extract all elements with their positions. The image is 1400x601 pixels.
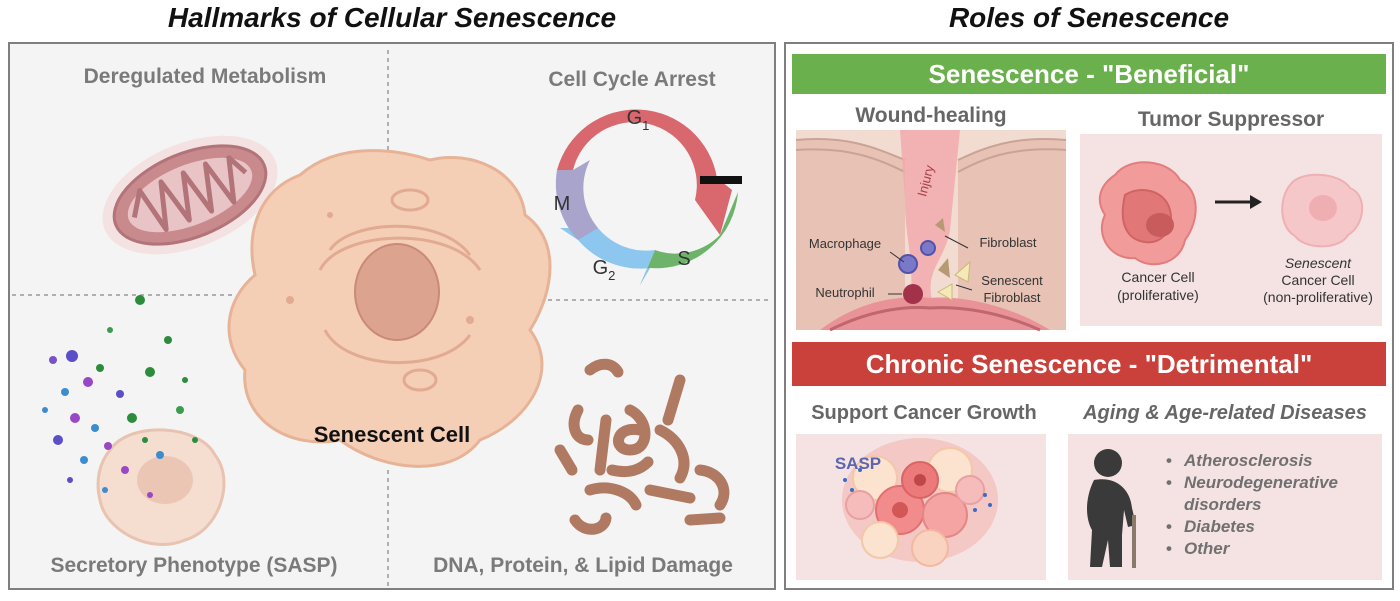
label-secretory-phenotype: Secretory Phenotype (SASP) xyxy=(50,554,337,577)
disease-item-continued: disorders xyxy=(1184,495,1262,514)
arrow-head xyxy=(1250,195,1262,209)
s-phase xyxy=(640,192,738,285)
mitochondrion-icon xyxy=(102,135,278,255)
disease-list: Atherosclerosis Neurodegenerative disord… xyxy=(1166,450,1338,560)
senescent-fibroblast-icon-2 xyxy=(936,283,953,301)
damage-fragments-icon xyxy=(554,358,730,535)
macrophage-icon-2 xyxy=(920,240,936,256)
arrest-bar xyxy=(700,176,742,184)
cancer-cell-cluster-icon xyxy=(1098,161,1197,266)
senescent-cancer-label-1: Senescent xyxy=(1285,255,1352,271)
phase-label-g1: G1 xyxy=(627,107,650,133)
senescent-fibroblast-label-2: Fibroblast xyxy=(983,290,1040,305)
macrophage-icon xyxy=(898,254,918,274)
label-damage: DNA, Protein, & Lipid Damage xyxy=(433,554,733,577)
phase-label-m: M xyxy=(554,193,571,215)
cancer-cell-label-2: (proliferative) xyxy=(1117,287,1199,303)
label-deregulated-metabolism: Deregulated Metabolism xyxy=(84,65,327,88)
detrimental-banner: Chronic Senescence - "Detrimental" xyxy=(792,342,1386,386)
wound-cells xyxy=(898,218,971,304)
neutrophil-label: Neutrophil xyxy=(815,285,874,300)
wound-healing-title: Wound-healing xyxy=(855,104,1007,127)
macrophage-label: Macrophage xyxy=(809,236,881,251)
neutrophil-icon xyxy=(903,284,923,304)
support-cancer-growth-title: Support Cancer Growth xyxy=(811,402,1037,424)
tumor-suppressor-title: Tumor Suppressor xyxy=(1137,108,1325,131)
fibroblast-label: Fibroblast xyxy=(979,235,1036,250)
cancer-cell-label-1: Cancer Cell xyxy=(1121,269,1194,285)
fibroblast-icon xyxy=(935,218,945,232)
sasp-label: SASP xyxy=(835,454,881,473)
senescent-cell-icon xyxy=(227,149,552,468)
secretory-cell-icon xyxy=(96,428,226,546)
disease-item: Neurodegenerative xyxy=(1166,472,1338,494)
senescent-cancer-label-2: Cancer Cell xyxy=(1281,272,1354,288)
disease-item: Diabetes xyxy=(1166,516,1338,538)
left-heading: Hallmarks of Cellular Senescence xyxy=(167,2,617,33)
right-heading: Roles of Senescence xyxy=(948,2,1230,33)
elderly-person-icon xyxy=(1087,449,1136,567)
label-senescent-cell: Senescent Cell xyxy=(314,422,471,447)
m-phase xyxy=(555,160,598,240)
phase-label-s: S xyxy=(677,248,690,270)
beneficial-banner: Senescence - "Beneficial" xyxy=(792,54,1386,94)
aging-title: Aging & Age-related Diseases xyxy=(1083,402,1367,424)
g1-phase xyxy=(557,109,732,235)
tumor-cluster-icon xyxy=(842,438,998,567)
sasp-particles xyxy=(42,295,198,498)
senescent-fibroblast-label-1: Senescent xyxy=(981,273,1043,288)
senescent-fibroblast-icon xyxy=(954,260,971,283)
senescent-cancer-cell-icon xyxy=(1281,173,1364,248)
phase-label-g2: G2 xyxy=(593,257,616,283)
disease-item: Atherosclerosis xyxy=(1166,450,1338,472)
g2-phase xyxy=(560,228,655,285)
label-cell-cycle-arrest: Cell Cycle Arrest xyxy=(548,68,715,91)
disease-item: Other xyxy=(1166,538,1338,560)
fibroblast-icon-2 xyxy=(938,258,950,278)
cell-cycle-diagram: G1 S G2 M xyxy=(554,107,742,285)
senescent-cancer-label-3: (non-proliferative) xyxy=(1263,289,1373,305)
